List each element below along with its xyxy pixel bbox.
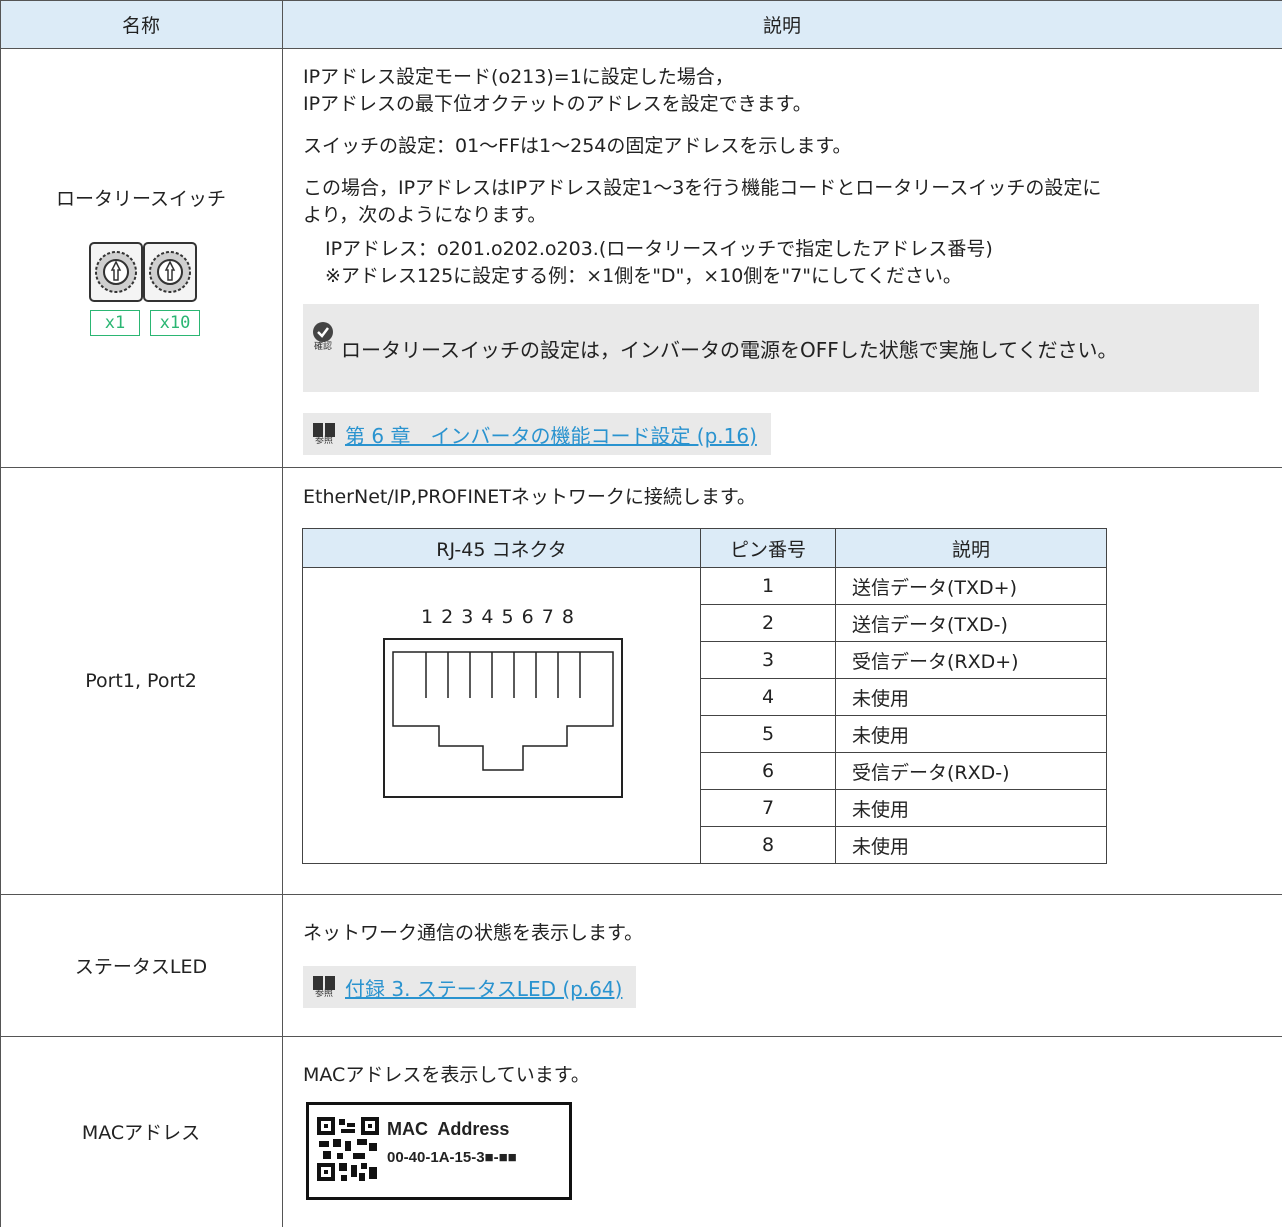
divider bbox=[0, 894, 1282, 895]
divider bbox=[0, 48, 1282, 49]
book-icon bbox=[313, 422, 335, 437]
pin-description: 未使用 bbox=[835, 715, 1107, 753]
table-row: 1 2 3 4 5 6 7 8 1 送信データ(TXD+) bbox=[302, 567, 1107, 864]
table-row: 7 未使用 bbox=[303, 789, 1107, 827]
port-name-cell: Port1, Port2 bbox=[0, 467, 282, 894]
table-row: 2 送信データ(TXD-) bbox=[303, 604, 1107, 642]
appendix3-link[interactable]: 付録 3. ステータスLED (p.64) bbox=[345, 976, 623, 1001]
divider bbox=[0, 0, 1, 1227]
divider bbox=[0, 0, 1282, 1]
confirm-badge-label: 確認 bbox=[313, 342, 332, 352]
pin-description: 未使用 bbox=[835, 826, 1107, 864]
status-led-name: ステータスLED bbox=[74, 955, 208, 978]
rotary-switch-name: ロータリースイッチ bbox=[55, 188, 227, 210]
mac-address-name: MACアドレス bbox=[81, 1122, 201, 1144]
reference-badge-label: 参照 bbox=[314, 435, 333, 446]
pin-description: 受信データ(RXD-) bbox=[835, 752, 1107, 790]
pin-number: 7 bbox=[700, 789, 836, 827]
confirm-note: 確認 ロータリースイッチの設定は，インバータの電源をOFFした状態で実施してくだ… bbox=[303, 304, 1259, 392]
book-icon bbox=[313, 975, 335, 990]
reference-badge: 参照 bbox=[313, 422, 335, 446]
reference-badge: 参照 bbox=[313, 975, 335, 999]
table-header bbox=[0, 0, 1282, 48]
pin-description: 未使用 bbox=[835, 789, 1107, 827]
pin-number: 1 bbox=[700, 567, 836, 605]
status-name-cell: ステータスLED bbox=[0, 894, 282, 1036]
pin-number: 6 bbox=[700, 752, 836, 790]
rotary-line: この場合，IPアドレスはIPアドレス設定1～3を行う機能コードとロータリースイッ… bbox=[303, 177, 1102, 199]
pin-description: 送信データ(TXD+) bbox=[835, 567, 1107, 605]
reference-box: 参照 付録 3. ステータスLED (p.64) bbox=[303, 966, 637, 1008]
reference-badge-label: 参照 bbox=[314, 988, 333, 999]
reference-box: 参照 第 6 章 インバータの機能コード設定 (p.16) bbox=[303, 413, 771, 455]
rotary-line: IPアドレスの最下位オクテットのアドレスを設定できます。 bbox=[303, 93, 812, 115]
rotary-dial-icon bbox=[89, 242, 197, 302]
pin-number: 8 bbox=[700, 826, 836, 864]
pin-number: 4 bbox=[700, 678, 836, 716]
confirm-badge: 確認 bbox=[313, 322, 333, 353]
rotary-line: スイッチの設定：01～FFは1～254の固定アドレスを示します。 bbox=[303, 135, 852, 157]
header-description: 説明 bbox=[762, 14, 801, 37]
pin-header-number: ピン番号 bbox=[700, 528, 836, 568]
port-name: Port1, Port2 bbox=[85, 669, 197, 692]
connector-numbers: 1 2 3 4 5 6 7 8 bbox=[421, 606, 575, 628]
dial-label-x1: x1 bbox=[90, 310, 140, 336]
table-row: 6 受信データ(RXD-) bbox=[303, 752, 1107, 790]
divider bbox=[282, 0, 283, 1227]
pin-number: 2 bbox=[700, 604, 836, 642]
pin-description: 受信データ(RXD+) bbox=[835, 641, 1107, 679]
table-row: 8 未使用 bbox=[303, 826, 1107, 864]
mac-label: MAC Address 00-40-1A-15-3■-■■ bbox=[306, 1102, 572, 1200]
pin-table-header: RJ-45 コネクタ ピン番号 説明 bbox=[302, 528, 1107, 568]
rotary-line: IPアドレス設定モード(o213)=1に設定した場合， bbox=[303, 66, 734, 88]
pin-description: 送信データ(TXD-) bbox=[835, 604, 1107, 642]
mac-label-title: MAC Address bbox=[387, 1119, 510, 1139]
divider bbox=[0, 1036, 1282, 1037]
rotary-line: IPアドレス：o201.o202.o203.(ロータリースイッチで指定したアドレ… bbox=[325, 238, 993, 260]
chapter6-link[interactable]: 第 6 章 インバータの機能コード設定 (p.16) bbox=[345, 423, 757, 448]
pin-header-connector: RJ-45 コネクタ bbox=[302, 528, 701, 568]
pin-table: RJ-45 コネクタ ピン番号 説明 1 2 3 4 5 6 7 8 bbox=[302, 528, 1107, 864]
table-row: 4 未使用 bbox=[303, 678, 1107, 716]
mac-label-value: 00-40-1A-15-3■-■■ bbox=[387, 1149, 517, 1166]
status-text: ネットワーク通信の状態を表示します。 bbox=[303, 922, 644, 944]
check-icon bbox=[313, 322, 333, 342]
confirm-note-text: ロータリースイッチの設定は，インバータの電源をOFFした状態で実施してください。 bbox=[341, 338, 1118, 362]
pin-number: 5 bbox=[700, 715, 836, 753]
rotary-name-cell: ロータリースイッチ bbox=[0, 48, 282, 467]
mac-text: MACアドレスを表示しています。 bbox=[303, 1064, 590, 1086]
port-intro: EtherNet/IP,PROFINETネットワークに接続します。 bbox=[303, 486, 756, 508]
connector-cell: 1 2 3 4 5 6 7 8 bbox=[302, 567, 701, 864]
dial-label-x10: x10 bbox=[150, 310, 200, 336]
divider bbox=[0, 467, 1282, 468]
header-name: 名称 bbox=[121, 14, 160, 37]
rotary-line: ※アドレス125に設定する例：×1側を"D"，×10側を"7"にしてください。 bbox=[325, 265, 962, 287]
pin-number: 3 bbox=[700, 641, 836, 679]
pin-header-desc: 説明 bbox=[835, 528, 1107, 568]
pin-description: 未使用 bbox=[835, 678, 1107, 716]
qr-code-icon bbox=[317, 1117, 379, 1181]
mac-name-cell: MACアドレス bbox=[0, 1036, 282, 1227]
rotary-line: より，次のようになります。 bbox=[303, 204, 547, 226]
rj45-connector-icon bbox=[383, 638, 623, 798]
